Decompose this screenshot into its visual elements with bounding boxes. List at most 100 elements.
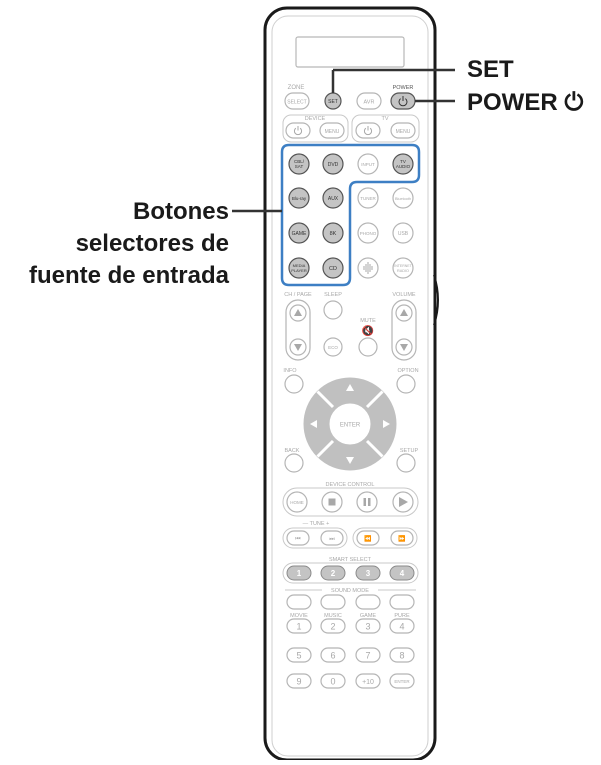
tv-audio-button[interactable] bbox=[392, 153, 414, 175]
enter-small-button[interactable] bbox=[389, 673, 415, 689]
heos-icon bbox=[363, 262, 373, 274]
rewind-button[interactable] bbox=[356, 530, 380, 546]
num-9-label: 9 bbox=[296, 677, 301, 687]
setup-button[interactable] bbox=[396, 453, 416, 473]
music-button[interactable] bbox=[320, 594, 346, 610]
num-5-button[interactable] bbox=[286, 647, 312, 663]
game-mode-label: GAME bbox=[360, 613, 377, 619]
internet-radio-label-2: RADIO bbox=[397, 269, 409, 273]
aux-label: AUX bbox=[328, 196, 339, 202]
back-button[interactable] bbox=[284, 453, 304, 473]
mute-icon: 🔇 bbox=[362, 324, 374, 337]
bluray-label: Blu-ray bbox=[292, 196, 307, 201]
zone-label: ZONE bbox=[288, 85, 305, 91]
num-9-button[interactable] bbox=[286, 673, 312, 689]
stop-icon bbox=[328, 498, 336, 506]
tune-group-right bbox=[352, 527, 418, 549]
avr-button[interactable] bbox=[356, 92, 382, 110]
home-button[interactable] bbox=[286, 491, 308, 513]
num-2-button[interactable] bbox=[320, 618, 346, 634]
music-label: MUSIC bbox=[324, 613, 342, 619]
volume-down-icon bbox=[400, 344, 408, 351]
zone-select-label: SELECT bbox=[287, 100, 306, 106]
num-3-button[interactable] bbox=[355, 618, 381, 634]
dpad-left-icon[interactable] bbox=[310, 420, 317, 428]
ch-up-icon bbox=[294, 309, 302, 316]
device-menu-button[interactable] bbox=[319, 122, 345, 139]
power-callout: POWER ⏻ bbox=[467, 88, 583, 117]
phono-label: PHONO bbox=[360, 231, 377, 236]
num-6-button[interactable] bbox=[320, 647, 346, 663]
input-label: INPUT bbox=[361, 162, 375, 167]
cbl-sat-label-2: SAT bbox=[295, 164, 304, 169]
tv-menu-button[interactable] bbox=[390, 122, 416, 139]
tuner-button[interactable] bbox=[357, 187, 379, 209]
selectors-callout-line-2: selectores de bbox=[75, 230, 229, 257]
num-0-button[interactable] bbox=[320, 673, 346, 689]
num-3-label: 3 bbox=[365, 622, 370, 632]
cd-label: CD bbox=[329, 266, 337, 272]
play-icon bbox=[399, 497, 408, 507]
game-mode-button[interactable] bbox=[355, 594, 381, 610]
tv-menu-label: MENU bbox=[396, 129, 411, 135]
mute-button[interactable] bbox=[358, 337, 378, 357]
smart-select-3-button[interactable] bbox=[355, 565, 381, 581]
pure-button[interactable] bbox=[389, 594, 415, 610]
device-group bbox=[282, 114, 349, 143]
set-callout-text: SET bbox=[467, 56, 514, 83]
enter-button[interactable] bbox=[328, 402, 372, 446]
fast-forward-button[interactable] bbox=[390, 530, 414, 546]
info-label: INFO bbox=[283, 368, 297, 374]
eight-k-button[interactable] bbox=[322, 222, 344, 244]
internet-radio-button[interactable] bbox=[392, 257, 414, 279]
dpad-down-icon[interactable] bbox=[346, 457, 354, 464]
ch-down-icon bbox=[294, 344, 302, 351]
skip-back-button[interactable] bbox=[286, 530, 310, 546]
device-power-icon bbox=[293, 126, 303, 136]
cbl-sat-button[interactable] bbox=[288, 153, 310, 175]
enter-label: ENTER bbox=[340, 423, 361, 429]
eco-button[interactable] bbox=[323, 337, 343, 357]
media-player-button[interactable] bbox=[288, 257, 310, 279]
selectors-callout-line-1: Botones bbox=[133, 198, 229, 225]
cd-button[interactable] bbox=[322, 257, 344, 279]
sleep-button[interactable] bbox=[323, 300, 343, 320]
side-bump bbox=[433, 274, 439, 326]
dvd-button[interactable] bbox=[322, 153, 344, 175]
num-2-label: 2 bbox=[330, 622, 335, 632]
tune-label: — TUNE + bbox=[303, 521, 330, 527]
num-7-button[interactable] bbox=[355, 647, 381, 663]
tv-power-icon bbox=[363, 126, 373, 136]
dpad-right-icon[interactable] bbox=[383, 420, 390, 428]
num-8-button[interactable] bbox=[389, 647, 415, 663]
skip-forward-button[interactable] bbox=[320, 530, 344, 546]
smart-select-1-button[interactable] bbox=[286, 565, 312, 581]
movie-button[interactable] bbox=[286, 594, 312, 610]
num-7-label: 7 bbox=[365, 651, 370, 661]
smart-select-2-button[interactable] bbox=[320, 565, 346, 581]
info-button[interactable] bbox=[284, 374, 304, 394]
smart-select-1-label: 1 bbox=[297, 569, 302, 578]
num-6-label: 6 bbox=[330, 651, 335, 661]
ir-window bbox=[295, 36, 405, 68]
option-label: OPTION bbox=[397, 368, 418, 374]
bluray-button[interactable] bbox=[288, 187, 310, 209]
num-4-button[interactable] bbox=[389, 618, 415, 634]
num-1-button[interactable] bbox=[286, 618, 312, 634]
zone-select-button[interactable] bbox=[284, 92, 310, 110]
plus10-button[interactable] bbox=[355, 673, 381, 689]
game-button[interactable] bbox=[288, 222, 310, 244]
eight-k-label: 8K bbox=[330, 231, 337, 237]
usb-button[interactable] bbox=[392, 222, 414, 244]
option-button[interactable] bbox=[396, 374, 416, 394]
aux-button[interactable] bbox=[322, 187, 344, 209]
phono-button[interactable] bbox=[357, 222, 379, 244]
input-button[interactable] bbox=[357, 153, 379, 175]
usb-label: USB bbox=[398, 231, 409, 237]
device-label: DEVICE bbox=[305, 116, 326, 122]
bluetooth-button[interactable] bbox=[392, 187, 414, 209]
smart-select-4-button[interactable] bbox=[389, 565, 415, 581]
dpad-up-icon[interactable] bbox=[346, 384, 354, 391]
pause-button[interactable] bbox=[356, 491, 378, 513]
